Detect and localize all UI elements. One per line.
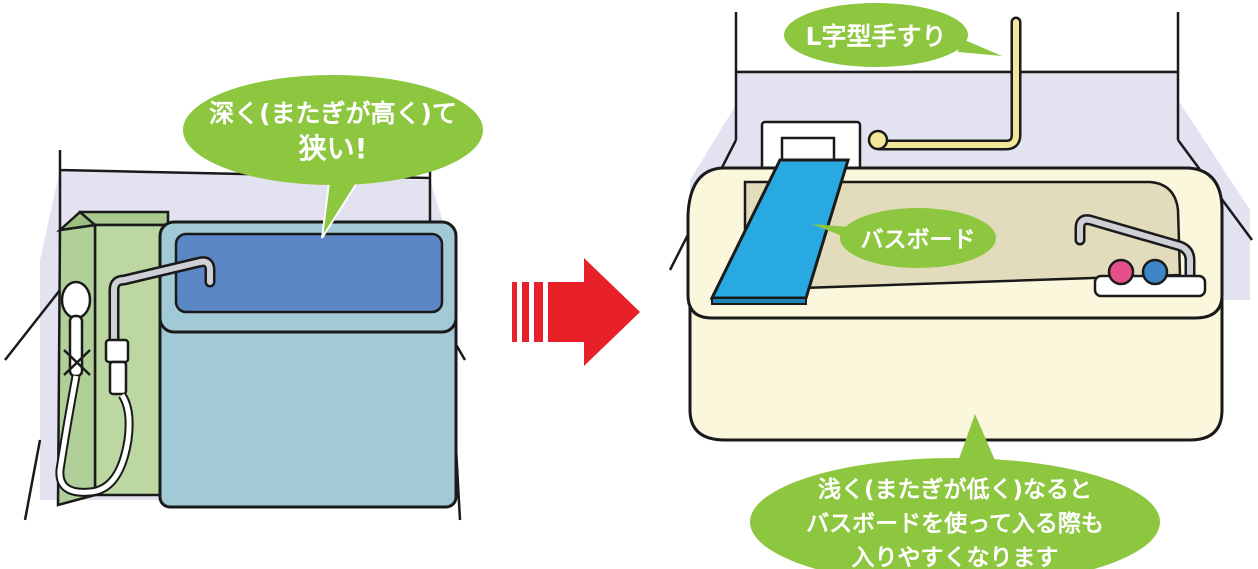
- old-faucet: [104, 256, 216, 396]
- old-tub-caption-line2: 狭い!: [298, 132, 368, 165]
- new-wall-lines: [668, 12, 1254, 271]
- new-bathroom: L字型手すり バスボード 浅く(またぎが低く)なると バスボードを使って入る際も…: [668, 3, 1254, 569]
- old-bathroom: 深く(またぎが高く)て 狭い!: [4, 75, 483, 521]
- bathboard-label-bubble: バスボード: [812, 208, 996, 268]
- new-tub-caption-line1: 浅く(またぎが低く)なると: [818, 476, 1092, 503]
- handrail-label-bubble: L字型手すり: [784, 3, 1002, 67]
- old-shower-head-icon: [55, 280, 134, 497]
- handrail-label: L字型手すり: [806, 22, 947, 51]
- bath-board: [709, 136, 851, 305]
- old-tub-caption-line1: 深く(またぎが高く)て: [209, 99, 457, 128]
- new-tub-caption-line2: バスボードを使って入る際も: [806, 510, 1104, 537]
- old-tub-water: [174, 232, 444, 314]
- old-tub-body: [158, 310, 458, 509]
- l-shaped-handrail: [867, 16, 1022, 151]
- cold-water-knob-icon: [1141, 258, 1169, 286]
- new-faucet: [1074, 214, 1207, 298]
- new-tub-caption-line3: 入りやすくなります: [852, 545, 1059, 569]
- hot-water-knob-icon: [1107, 258, 1135, 286]
- new-tub-body: [688, 298, 1224, 442]
- bathboard-label: バスボード: [861, 227, 976, 253]
- transition-arrow-icon: [512, 258, 640, 366]
- old-tub-speech-bubble: 深く(またぎが高く)て 狭い!: [183, 75, 483, 239]
- old-bathtub: [158, 220, 458, 509]
- new-tub-speech-bubble: 浅く(またぎが低く)なると バスボードを使って入る際も 入りやすくなります: [750, 414, 1160, 569]
